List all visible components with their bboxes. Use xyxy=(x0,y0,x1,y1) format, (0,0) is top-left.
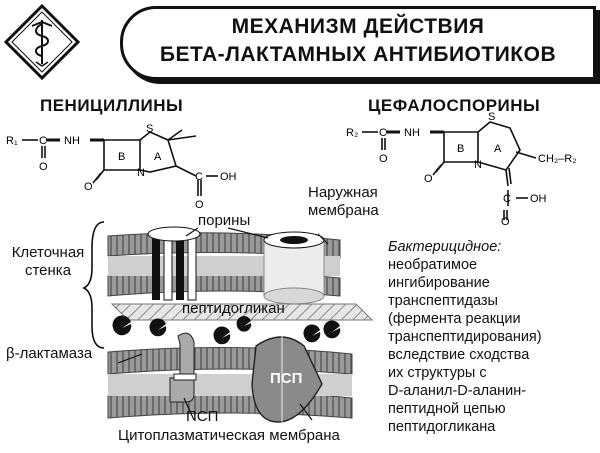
note-line: транспептидазы xyxy=(388,293,498,309)
penicillin-ring-b-label: B xyxy=(118,151,125,163)
porins-label: порины xyxy=(198,212,251,229)
beta-lactamase-label: β-лактамаза xyxy=(6,345,93,362)
cephalosporin-ring-a-label: A xyxy=(494,143,502,155)
note-line: D-аланил-D-аланин- xyxy=(388,383,527,399)
cephalosporin-o-left-label: O xyxy=(424,173,433,185)
cell-wall-bracket xyxy=(82,221,105,349)
penicillin-r-label: R₁ xyxy=(6,135,18,147)
cephalosporin-o-top-label: O xyxy=(379,153,388,165)
penicillin-nh-label: NH xyxy=(64,135,80,147)
title-line-1: МЕХАНИЗМ ДЕЙСТВИЯ xyxy=(231,15,485,38)
psp-protein-large xyxy=(251,336,323,423)
cephalosporins-heading: ЦЕФАЛОСПОРИНЫ xyxy=(368,96,541,115)
cephalosporin-ring-b-label: B xyxy=(457,143,464,155)
note-title: Бактерицидное: xyxy=(388,239,502,255)
cephalosporin-o-bottom-label: O xyxy=(501,216,510,226)
penicillin-n-label: N xyxy=(137,167,145,179)
cephalosporin-oh-label: OH xyxy=(530,193,547,205)
psp-bottom-label: ПСП xyxy=(186,408,219,425)
penicillins-heading: ПЕНИЦИЛЛИНЫ xyxy=(40,96,184,115)
cephalosporin-structure: R₂ C O NH S B A O N CH₂–R₂ C OH O xyxy=(346,111,577,226)
cephalosporin-r-label: R₂ xyxy=(346,127,358,139)
cephalosporin-s-label: S xyxy=(488,111,495,123)
outer-membrane-label: Наружная мембрана xyxy=(308,184,379,219)
porin-channel xyxy=(147,226,201,301)
note-line: транспептидирования) xyxy=(388,329,542,345)
penicillin-o-top-label: O xyxy=(39,161,48,173)
cell-wall-label: Клеточная стенка xyxy=(11,244,85,279)
cephalosporin-ch2r-label: CH₂–R₂ xyxy=(538,153,577,165)
cephalosporin-nh-label: NH xyxy=(404,127,420,139)
peptidoglycan-layer xyxy=(110,303,374,321)
note-line: вследствие сходства xyxy=(388,347,530,363)
penicillin-c-cooh-label: C xyxy=(195,171,203,183)
penicillin-o-bottom-label: O xyxy=(195,199,204,210)
title-line-2: БЕТА-ЛАКТАМНЫХ АНТИБИОТИКОВ xyxy=(159,43,557,66)
beta-lactamase-enzymes xyxy=(112,315,341,345)
peptidoglycan-label: пептидогликан xyxy=(182,300,285,317)
penicillin-oh-label: OH xyxy=(220,171,237,183)
cephalosporin-n-label: N xyxy=(474,159,482,171)
leader-lines xyxy=(117,227,329,421)
logo-emblem xyxy=(3,3,81,81)
note-line: (фермента реакции xyxy=(388,311,521,327)
cephalosporin-c-cooh-label: C xyxy=(503,193,511,205)
cell-envelope-diagram xyxy=(82,221,374,423)
note-line: необратимое xyxy=(388,257,478,273)
penicillin-ring-a-label: A xyxy=(154,151,162,163)
porin-cylinder xyxy=(263,231,325,305)
penicillin-structure: R₁ C O NH S B A O N C OH O xyxy=(6,123,237,210)
note-line: ингибирование xyxy=(388,275,490,291)
penicillin-c-label: C xyxy=(39,135,47,147)
note-line: их структуры с xyxy=(388,365,487,381)
penicillin-s-label: S xyxy=(146,123,153,135)
penicillin-o-left-label: O xyxy=(84,181,93,193)
note-line: пептидной цепью xyxy=(388,401,506,417)
psp-protein-small xyxy=(169,332,197,403)
psp-right-label: ПСП xyxy=(270,370,303,387)
note-line: пептидогликана xyxy=(388,419,496,435)
cytoplasmic-membrane-label: Цитоплазматическая мембрана xyxy=(118,427,340,444)
cephalosporin-c-label: C xyxy=(379,127,387,139)
title-banner: МЕХАНИЗМ ДЕЙСТВИЯ БЕТА-ЛАКТАМНЫХ АНТИБИО… xyxy=(120,6,596,80)
mechanism-note: Бактерицидное: необратимое ингибирование… xyxy=(388,238,593,436)
